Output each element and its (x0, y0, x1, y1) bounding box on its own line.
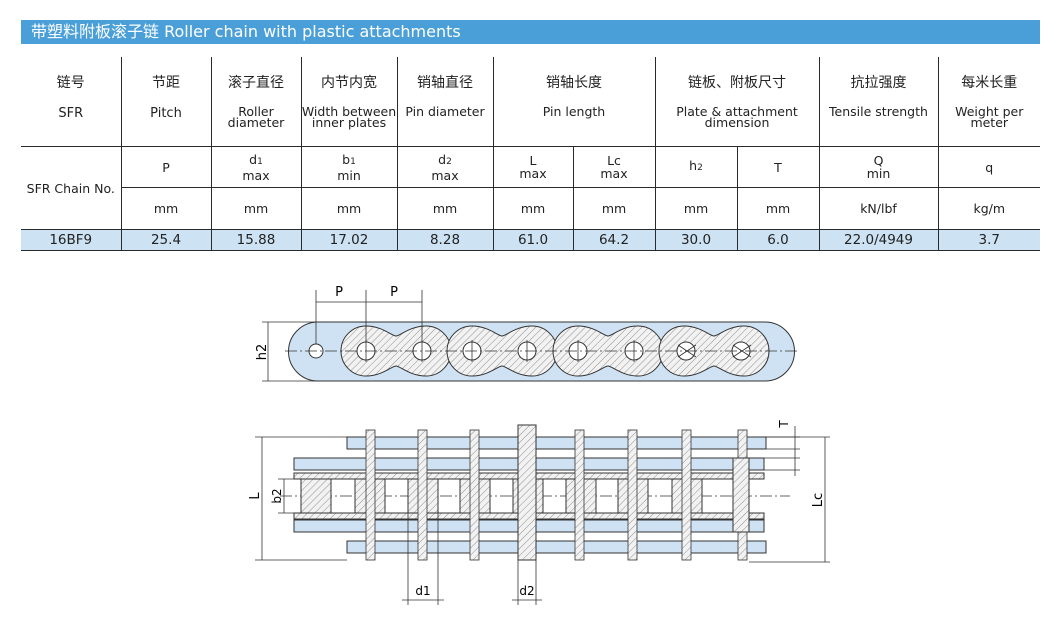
unit-row: mm mm mm mm mm mm mm mm kN/lbf kg/m (21, 187, 1040, 230)
cell-pitch: 25.4 (121, 229, 212, 251)
col-plate-cn: 链板、附板尺寸 (655, 57, 820, 104)
sym-pitch: P (121, 146, 212, 188)
col-pin-diameter-cn: 销轴直径 (397, 57, 494, 104)
unit-h2: mm (655, 187, 738, 230)
dim-label-P1: P (335, 285, 343, 300)
cell-d2: 8.28 (397, 229, 494, 251)
col-pin-diameter-en: Pin diameter (397, 104, 494, 147)
cell-Lc: 64.2 (573, 229, 656, 251)
dim-label-h2: h2 (255, 344, 270, 361)
dim-label-L: L (248, 492, 263, 500)
unit-T: mm (737, 187, 820, 230)
col-weight-en: Weight per meter (955, 104, 1024, 130)
dim-label-P2: P (390, 285, 398, 300)
dim-label-d2: d2 (519, 584, 534, 598)
col-width-en: Width between inner plates (301, 104, 398, 147)
page-title: 带塑料附板滚子链 Roller chain with plastic attac… (31, 22, 461, 41)
header-row-cn: 链号 节距 滚子直径 内节内宽 销轴直径 销轴长度 链板、附板尺寸 抗拉强度 每… (21, 57, 1040, 104)
cell-chain-no: 16BF9 (21, 229, 122, 251)
cell-b1: 17.02 (301, 229, 398, 251)
col-roller-en: Roller diameter (211, 104, 302, 147)
sym-h2: h2 (655, 146, 738, 188)
spec-table: 链号 节距 滚子直径 内节内宽 销轴直径 销轴长度 链板、附板尺寸 抗拉强度 每… (21, 57, 1040, 251)
col-tensile-en: Tensile strength (819, 104, 939, 147)
col-pin-length-en: Pin length (493, 104, 656, 147)
col-plate-en: Plate & attachment dimension (655, 104, 820, 147)
col-pitch-cn: 节距 (121, 57, 212, 104)
dim-label-b2: b2 (270, 488, 284, 503)
col-tensile-cn: 抗拉强度 (819, 57, 939, 104)
dim-label-Lc: Lc (811, 493, 826, 507)
cell-L: 61.0 (493, 229, 574, 251)
table-row: 16BF9 25.4 15.88 17.02 8.28 61.0 64.2 30… (21, 229, 1040, 251)
unit-d2: mm (397, 187, 494, 230)
col-width-cn: 内节内宽 (301, 57, 398, 104)
cell-q: 3.7 (938, 229, 1040, 251)
cell-h2: 30.0 (655, 229, 738, 251)
unit-Lc: mm (573, 187, 656, 230)
col-roller-cn: 滚子直径 (211, 57, 302, 104)
unit-pitch: mm (121, 187, 212, 230)
dim-label-T: T (777, 420, 791, 429)
unit-Q: kN/lbf (819, 187, 939, 230)
header-row-en: SFR Pitch Roller diameter Width between … (21, 104, 1040, 147)
chain-no-label: SFR Chain No. (21, 146, 122, 230)
dim-label-d1: d1 (415, 584, 430, 598)
unit-q: kg/m (973, 201, 1006, 216)
cell-Q: 22.0/4949 (819, 229, 939, 251)
chain-side-view: L b2 Lc T d1 (248, 420, 830, 605)
col-weight-cn: 每米长重 (961, 75, 1018, 91)
col-chain-cn: 链号 (21, 57, 122, 104)
chain-top-view: P P h2 (255, 285, 800, 382)
unit-d1: mm (211, 187, 302, 230)
col-pitch-en: Pitch (121, 104, 212, 147)
title-bar: 带塑料附板滚子链 Roller chain with plastic attac… (21, 20, 1040, 44)
col-pin-length-cn: 销轴长度 (493, 57, 656, 104)
unit-L: mm (493, 187, 574, 230)
sym-T: T (737, 146, 820, 188)
sym-q: q (938, 146, 1040, 188)
unit-b1: mm (301, 187, 398, 230)
col-chain-en: SFR (21, 104, 122, 147)
cell-d1: 15.88 (211, 229, 302, 251)
cell-T: 6.0 (737, 229, 820, 251)
